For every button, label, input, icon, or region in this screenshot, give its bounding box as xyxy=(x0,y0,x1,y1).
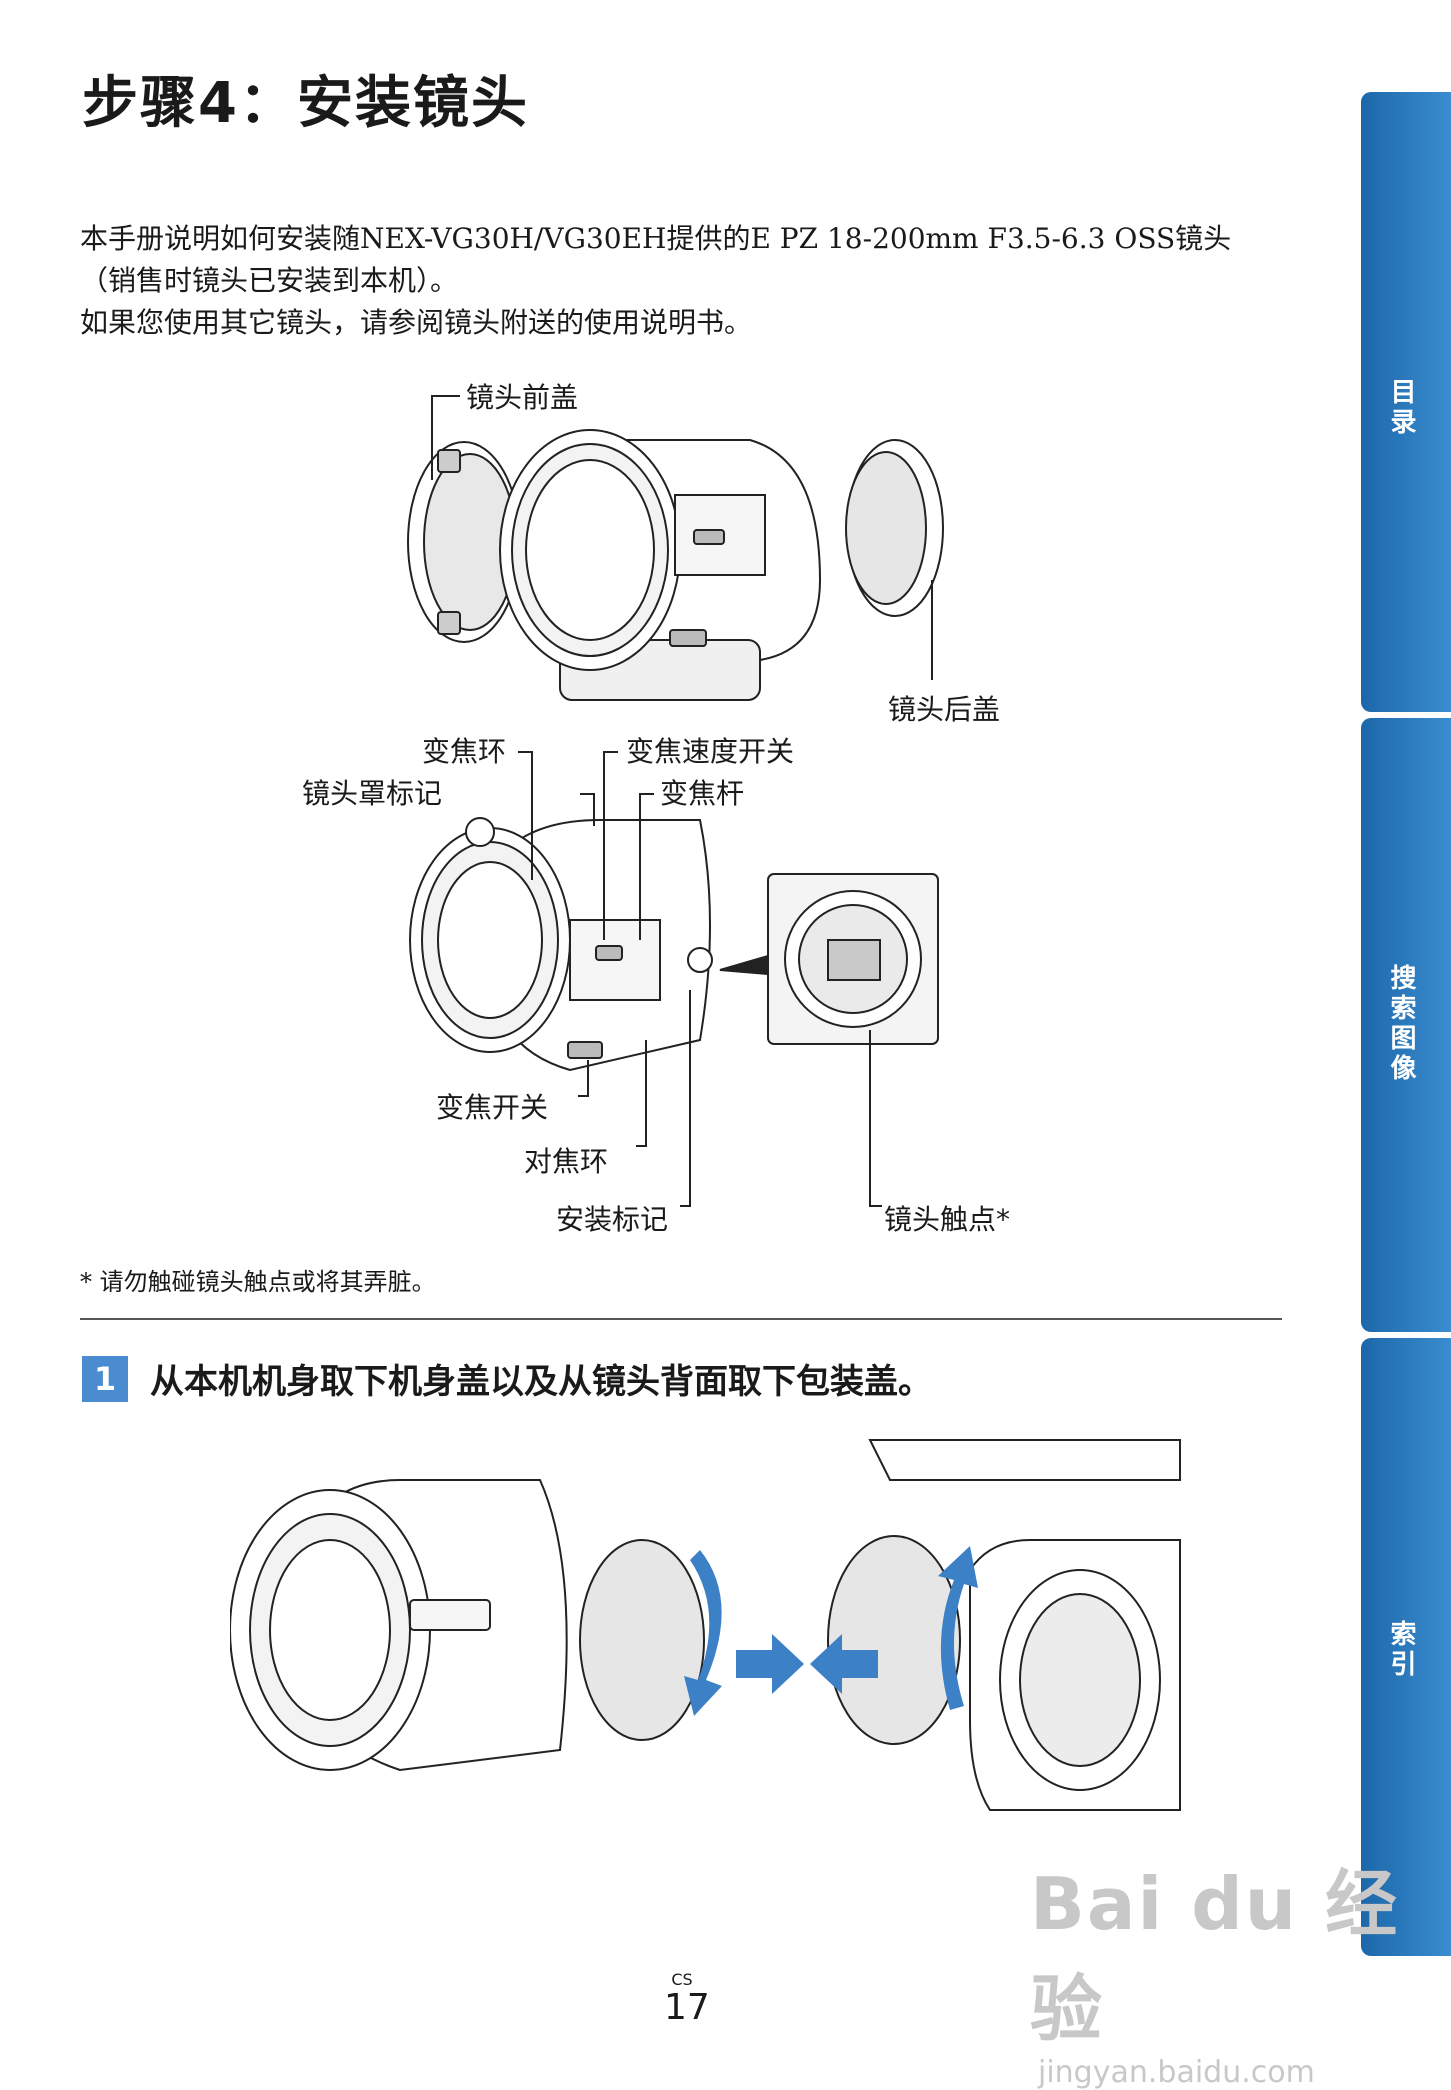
page-number-value: 17 xyxy=(664,1987,710,2028)
footnote: * 请勿触碰镜头触点或将其弄脏。 xyxy=(80,1268,436,1296)
step-1: 1 从本机机身取下机身盖以及从镜头背面取下包装盖。 xyxy=(82,1354,932,1403)
tab-search-images[interactable]: 搜索图像 xyxy=(1361,718,1451,1332)
label-lens-contacts: 镜头触点* xyxy=(884,1203,1011,1236)
tab-search-images-label: 搜索图像 xyxy=(1386,964,1416,1084)
lens-exploded-diagram xyxy=(400,380,980,710)
page-number: CS 17 xyxy=(664,1970,710,2028)
figure1-leader-lines xyxy=(420,380,940,700)
page-lang: CS xyxy=(671,1970,693,1989)
label-zoom-switch: 变焦开关 xyxy=(436,1091,549,1124)
lens-parts-diagram xyxy=(400,780,960,1100)
label-zoom-speed-switch: 变焦速度开关 xyxy=(626,735,795,768)
label-zoom-ring: 变焦环 xyxy=(422,735,507,768)
section-divider xyxy=(80,1318,1282,1320)
tab-index[interactable]: 索引 xyxy=(1361,1338,1451,1956)
label-focus-ring: 对焦环 xyxy=(524,1145,609,1178)
step-1-text: 从本机机身取下机身盖以及从镜头背面取下包装盖。 xyxy=(150,1362,932,1402)
arrow-right xyxy=(736,1634,804,1694)
arrow-rotate-down xyxy=(684,1550,722,1716)
intro-line-3: 如果您使用其它镜头，请参阅镜头附送的使用说明书。 xyxy=(80,306,753,339)
arrow-rotate-up xyxy=(938,1546,978,1710)
watermark-url: jingyan.baidu.com xyxy=(1038,2055,1315,2090)
intro-line-1: 本手册说明如何安装随NEX-VG30H/VG30EH提供的E PZ 18-200… xyxy=(80,222,1232,255)
label-zoom-lever: 变焦杆 xyxy=(660,777,745,810)
intro-text: 本手册说明如何安装随NEX-VG30H/VG30EH提供的E PZ 18-200… xyxy=(80,218,1270,344)
watermark: Bai du 经验 jingyan.baidu.com xyxy=(1030,1845,1451,2090)
label-rear-cap: 镜头后盖 xyxy=(888,693,1001,726)
tab-index-label: 索引 xyxy=(1386,1620,1416,1680)
label-hood-mark: 镜头罩标记 xyxy=(302,777,443,810)
label-mount-mark: 安装标记 xyxy=(556,1203,669,1236)
tab-contents-label: 目录 xyxy=(1386,378,1416,438)
arrow-left xyxy=(810,1634,878,1694)
cap-removal-diagram xyxy=(230,1420,1190,1860)
page-title: 步骤4：安装镜头 xyxy=(82,71,529,136)
tab-contents[interactable]: 目录 xyxy=(1361,92,1451,712)
figure2-leader-lines xyxy=(470,740,990,1240)
watermark-brand: Bai du 经验 xyxy=(1030,1862,1400,2051)
label-front-cap: 镜头前盖 xyxy=(466,381,579,414)
step-number-badge: 1 xyxy=(82,1355,128,1402)
intro-line-2: （销售时镜头已安装到本机）。 xyxy=(80,264,459,297)
